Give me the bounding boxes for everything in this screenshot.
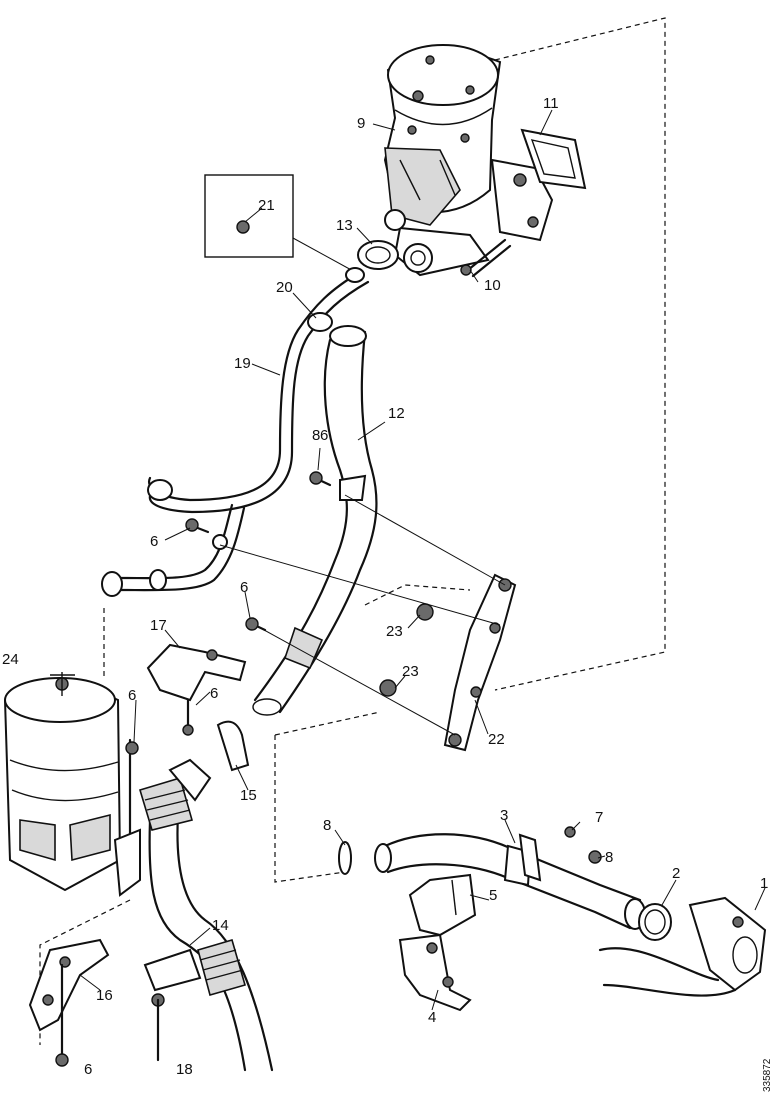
callout-16: 16 bbox=[96, 987, 113, 1004]
callout-6e: 6 bbox=[84, 1061, 92, 1078]
callout-24: 24 bbox=[2, 651, 19, 668]
callout-20: 20 bbox=[276, 279, 293, 296]
leader-lines bbox=[79, 109, 766, 1011]
callout-18: 18 bbox=[176, 1061, 193, 1078]
callout-14: 14 bbox=[212, 917, 229, 934]
callout-7: 7 bbox=[595, 809, 603, 826]
callout-12: 12 bbox=[388, 405, 405, 422]
bracket bbox=[219, 494, 517, 752]
detail-box bbox=[204, 174, 356, 273]
callout-23a: 23 bbox=[386, 623, 403, 640]
small-pipe bbox=[101, 267, 370, 597]
callout-22: 22 bbox=[488, 731, 505, 748]
gasket bbox=[520, 128, 587, 190]
callout-8c: 8 bbox=[312, 427, 320, 444]
callout-1: 1 bbox=[760, 875, 768, 892]
pipe-clamp bbox=[216, 720, 250, 772]
callout-3: 3 bbox=[500, 807, 508, 824]
reference-dashed-lines bbox=[39, 17, 666, 1045]
elbow-pipe bbox=[598, 896, 767, 997]
callout-10: 10 bbox=[484, 277, 501, 294]
callout-21: 21 bbox=[258, 197, 275, 214]
callout-19: 19 bbox=[234, 355, 251, 372]
callout-8b: 8 bbox=[605, 849, 613, 866]
rear-pipe bbox=[338, 826, 646, 930]
callout-6a: 6 bbox=[150, 533, 158, 550]
clamp-ring bbox=[357, 240, 399, 270]
callout-11: 11 bbox=[543, 95, 559, 112]
callout-23b: 23 bbox=[402, 663, 419, 680]
callout-4: 4 bbox=[428, 1009, 436, 1026]
document-id: 335872 bbox=[762, 1058, 773, 1092]
callout-numbers: 1 2 3 4 5 6 6 6 6 6 6 7 8 8 8 9 10 11 12… bbox=[2, 95, 768, 1078]
callout-17: 17 bbox=[150, 617, 167, 634]
down-pipe bbox=[113, 738, 274, 1072]
callout-2: 2 bbox=[672, 865, 680, 882]
callout-15: 15 bbox=[240, 787, 257, 804]
clamp-bracket bbox=[146, 643, 247, 736]
engine-block bbox=[3, 672, 122, 892]
callout-6d: 6 bbox=[210, 685, 218, 702]
turbo-housing bbox=[383, 44, 554, 277]
stud-bolt bbox=[460, 238, 512, 278]
callout-6b: 6 bbox=[240, 579, 248, 596]
lower-bracket bbox=[28, 938, 110, 1067]
fasteners-middle bbox=[185, 471, 434, 697]
support-bracket bbox=[398, 873, 477, 1012]
callout-6c: 6 bbox=[128, 687, 136, 704]
callout-5: 5 bbox=[489, 887, 497, 904]
callout-9: 9 bbox=[357, 115, 365, 132]
callout-6f: 6 bbox=[320, 427, 328, 444]
callout-13: 13 bbox=[336, 217, 353, 234]
exhaust-pipe bbox=[252, 325, 378, 716]
callout-8a: 8 bbox=[323, 817, 331, 834]
